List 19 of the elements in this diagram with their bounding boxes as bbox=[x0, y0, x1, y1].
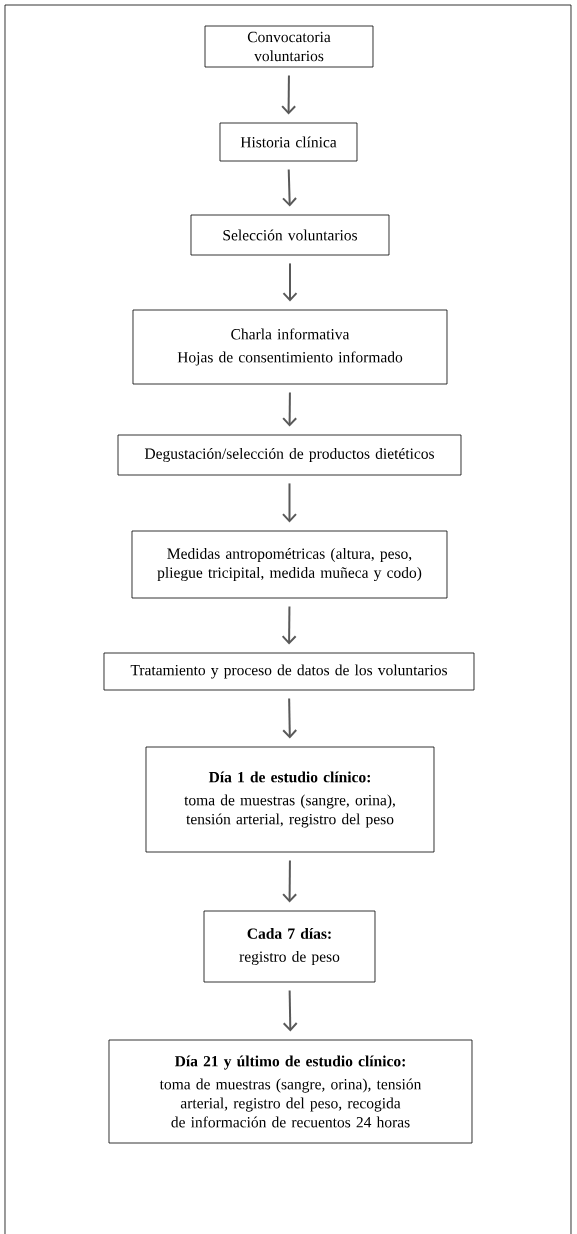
arrow bbox=[281, 74, 297, 115]
process-box: Cada 7 días: registro de peso bbox=[203, 910, 376, 983]
process-box: Historia clínica bbox=[219, 122, 358, 162]
process-box: Día 1 de estudio clínico: toma de muestras (sangre, orina), tensión arterial, registro del peso bbox=[145, 746, 435, 853]
arrow bbox=[282, 482, 297, 523]
arrow bbox=[282, 697, 298, 739]
arrow bbox=[282, 391, 298, 427]
process-box: Selección voluntarios bbox=[190, 214, 390, 256]
arrow bbox=[282, 989, 298, 1032]
process-box: Charla informativa Hojas de consentimiento informado bbox=[132, 309, 448, 385]
arrow bbox=[282, 168, 298, 207]
process-box: Día 21 y último de estudio clínico: toma de muestras (sangre, orina), tensión arterial, registro del peso, recogida de información de recuentos 24 horas bbox=[108, 1039, 473, 1144]
process-box: Medidas antropométricas (altura, peso, pliegue tricipital, medida muñeca y codo) bbox=[131, 530, 448, 599]
arrow bbox=[282, 859, 298, 903]
process-box: Degustación/selección de productos dietéticos bbox=[117, 434, 462, 476]
arrow bbox=[282, 262, 298, 302]
process-box: Convocatoria voluntarios bbox=[204, 25, 374, 68]
process-box: Tratamiento y proceso de datos de los voluntarios bbox=[103, 652, 475, 691]
arrow bbox=[281, 605, 297, 645]
